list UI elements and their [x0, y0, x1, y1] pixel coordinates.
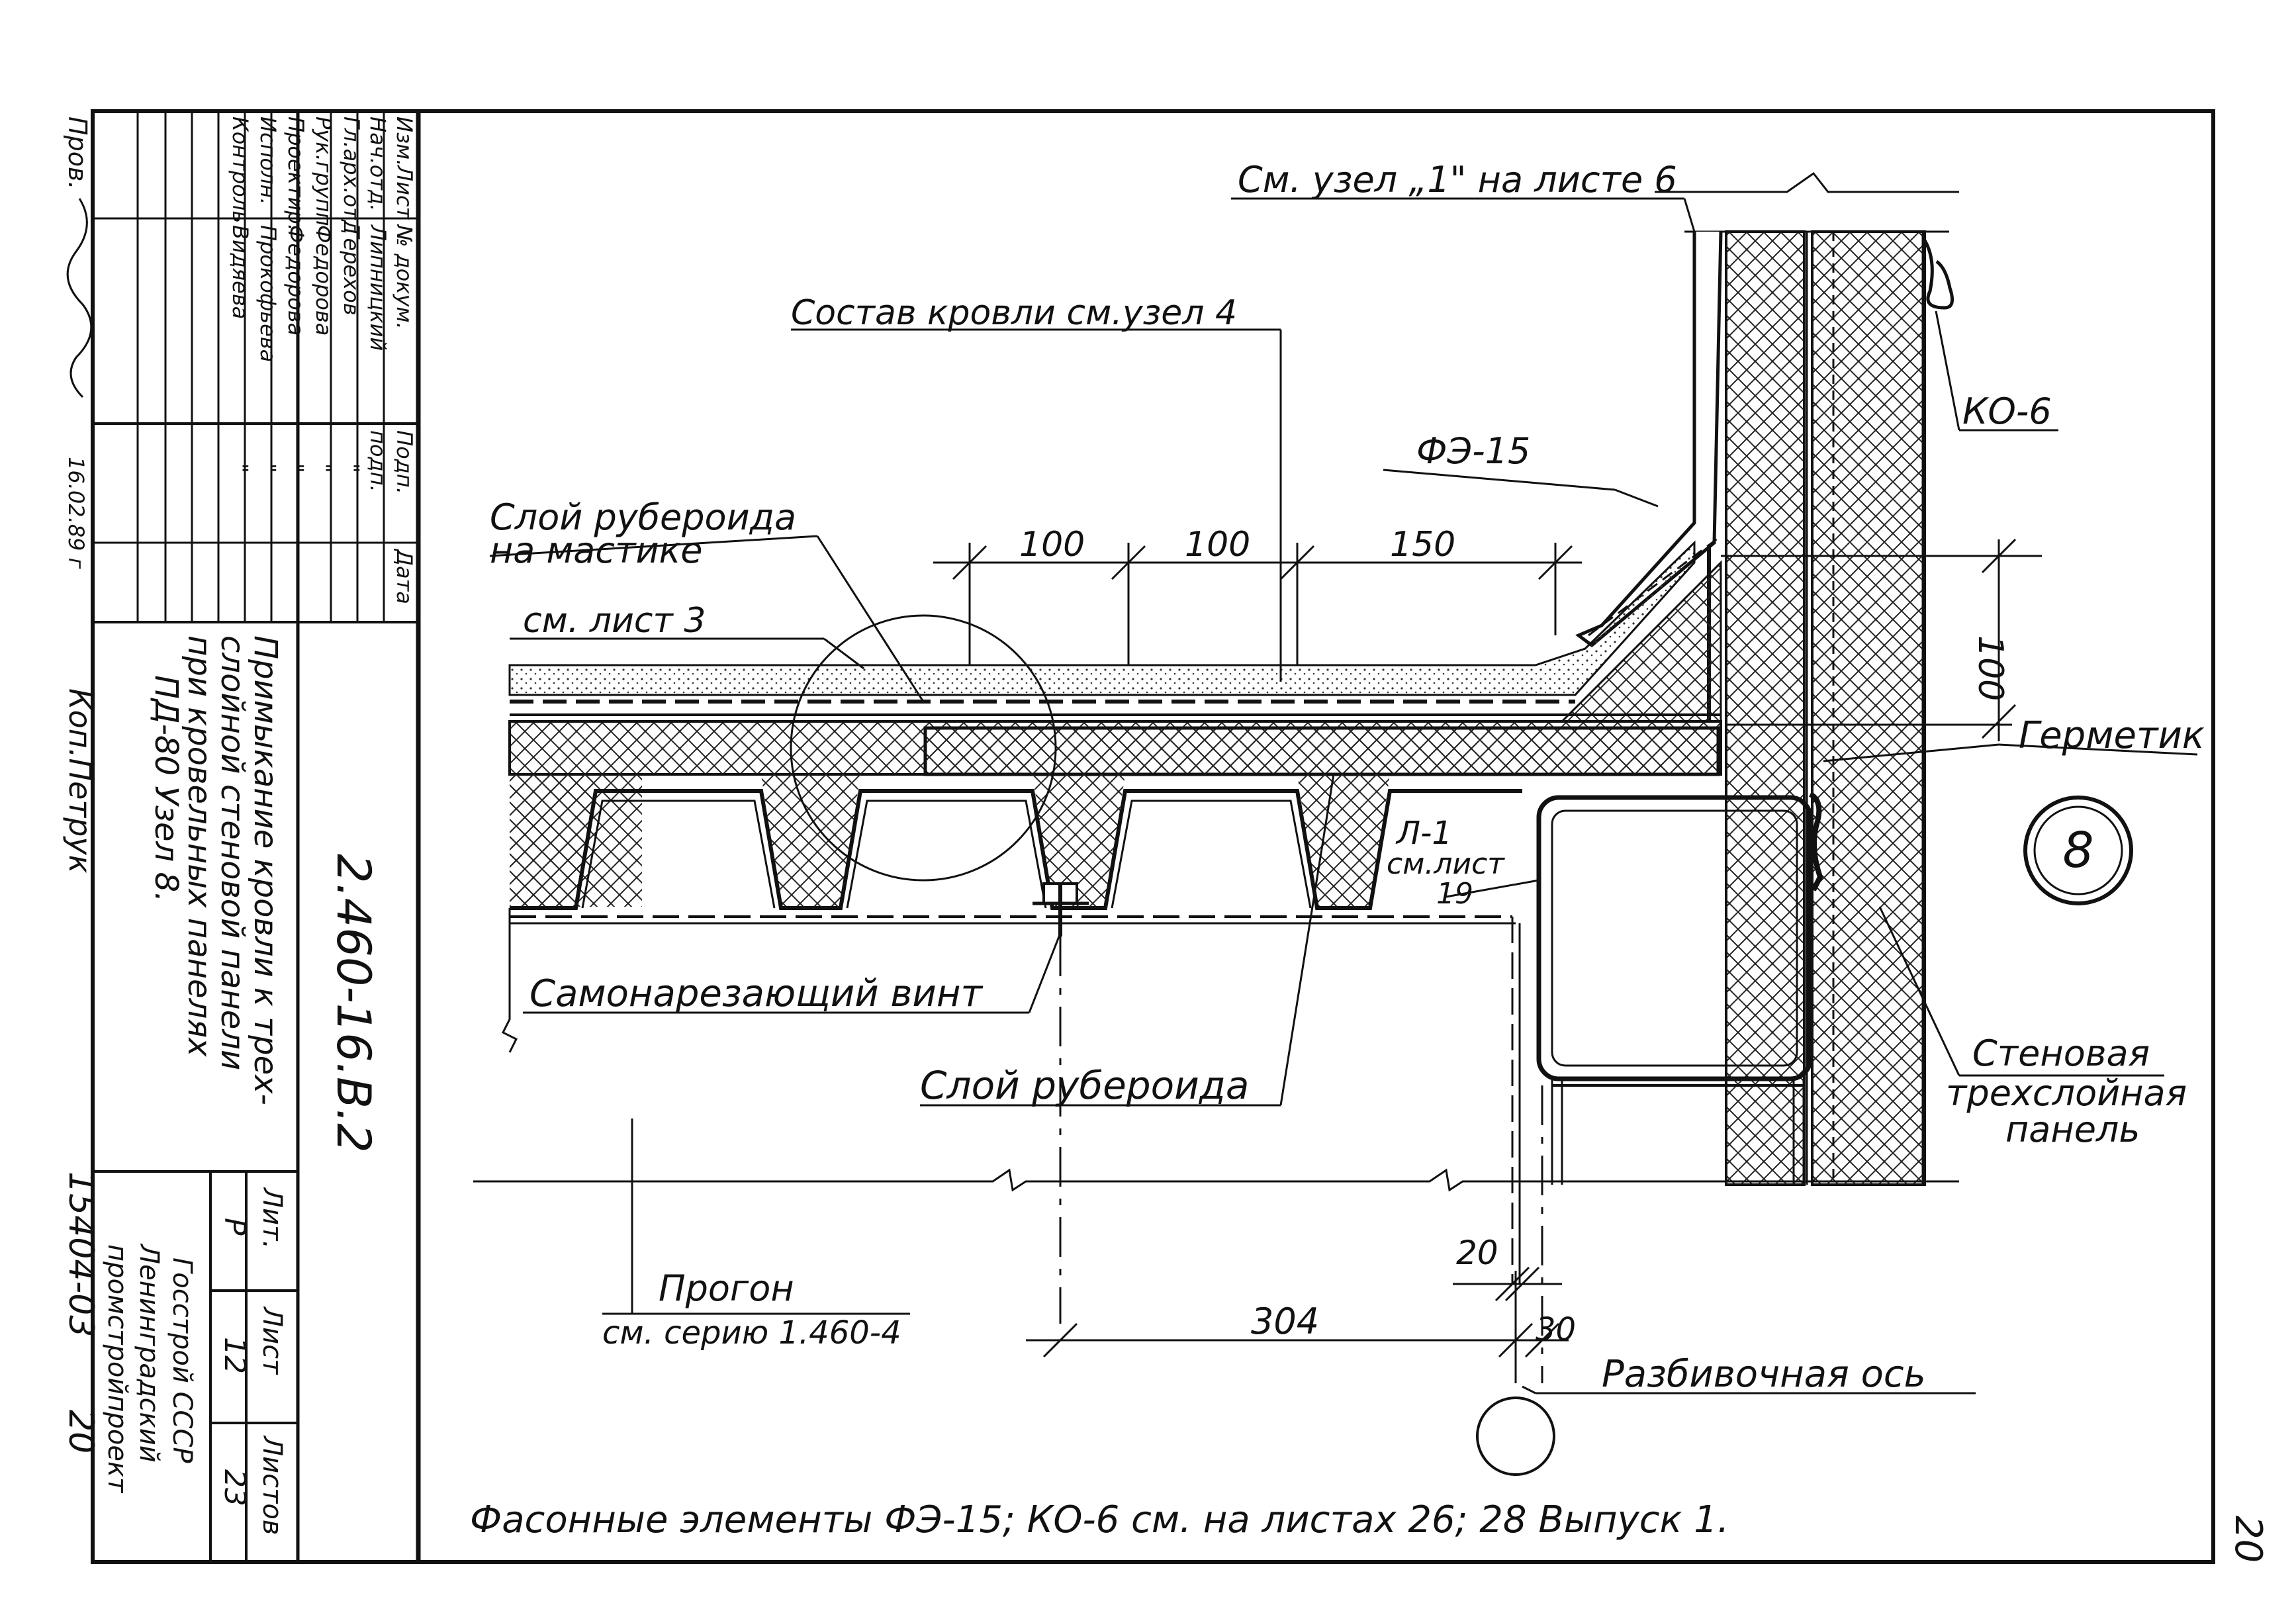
sheet-title-line-4: ПД-80 Узел 8. [148, 675, 185, 902]
detail-drawing: 8 [470, 159, 2205, 1541]
sig-role-3: Рук.групп [311, 116, 336, 226]
sig-header-sheet: Лист [392, 165, 417, 220]
sig-role-2: Гл.арх.отд [339, 116, 364, 234]
label-l1-see: см.лист [1387, 847, 1505, 881]
sheet-frame [91, 109, 2215, 1564]
sig-header-doc: № докум. [392, 224, 417, 330]
roof-layers [508, 540, 1721, 716]
dim-100-a: 100 [1019, 525, 1085, 565]
label-ko6: КО-6 [1962, 390, 2052, 432]
detail-zone-circle [790, 614, 1057, 882]
sig-sign-6: " [228, 463, 253, 473]
organization-line-2: Ленинградский [134, 1243, 164, 1463]
label-l1: Л-1 [1395, 815, 1452, 852]
sheets-total-value: 23 [218, 1469, 252, 1506]
dim-30: 30 [1536, 1311, 1576, 1348]
sig-name-6: Видяева [228, 225, 253, 319]
label-ruberoid-mastic-1: Слой рубероида [490, 496, 796, 538]
fe15-flashing [1575, 231, 1723, 648]
node-number: 8 [2062, 822, 2093, 879]
label-l1-sheet: 19 [1436, 877, 1473, 911]
sig-role-1: Нач.отд. [365, 116, 390, 211]
sheet-number-value: 12 [218, 1337, 252, 1374]
archive-page: 20 [61, 1410, 101, 1453]
sig-header-date: Дата [392, 548, 417, 604]
label-fe15: ФЭ-15 [1416, 430, 1530, 472]
label-sealant: Герметик [2019, 714, 2205, 757]
purlin [510, 915, 1521, 1284]
sheets-header: Листов [257, 1435, 287, 1535]
sig-header-change: Изм. [392, 116, 417, 166]
drawing-labels: См. узел „1" на листе 6 Состав кровли см… [470, 159, 2205, 1541]
title-block [93, 111, 418, 1562]
leader-lines [489, 197, 2198, 1395]
sig-name-4: Федорова [283, 225, 308, 336]
break-line-left [501, 908, 518, 1053]
organization-line-1: Госстрой СССР [167, 1258, 197, 1463]
stage-header: Лит. [257, 1187, 287, 1249]
sheet-title-line-2: слойной стеновой панели [214, 635, 251, 1070]
sig-sign-2: " [339, 463, 364, 473]
label-see-node1: См. узел „1" на листе 6 [1238, 159, 1677, 201]
wall-panel [1684, 230, 1949, 1186]
ko6-flashing [1921, 237, 1954, 310]
dim-100-vertical: 100 [1970, 635, 2010, 701]
label-wall-panel-2: трехслойная [1946, 1072, 2187, 1114]
sig-name-2: Терехов [339, 225, 364, 316]
label-see-sheet3: см. лист 3 [523, 601, 706, 641]
sig-name-5: Прокофьева [255, 225, 281, 362]
label-wall-panel-3: панель [2005, 1109, 2140, 1150]
copied-by: Коп.Петрук [62, 688, 98, 874]
break-line-top [1655, 171, 1959, 193]
sheet-title-line-3: при кровельных панелях [181, 635, 218, 1057]
organization-line-3: промстройпроект [102, 1244, 132, 1494]
checked-signature [66, 198, 93, 398]
sheet-title-line-1: Примыкание кровли к трех- [247, 635, 284, 1105]
label-screw: Самонарезающий винт [529, 972, 983, 1015]
label-ruberoid-mastic-2: на мастике [490, 529, 702, 571]
sig-role-6: Контроль [228, 116, 253, 223]
node-marker: 8 [2023, 796, 2133, 905]
break-line-bottom [473, 1168, 1959, 1192]
dimension-lines [933, 538, 2042, 1358]
sig-sign-5: " [255, 463, 281, 473]
label-wall-panel-1: Стеновая [1972, 1032, 2150, 1074]
archive-number: 15404-03 [61, 1171, 101, 1337]
sheet-header: Лист [257, 1306, 287, 1375]
self-tapping-screw [1033, 882, 1089, 937]
dim-304: 304 [1251, 1301, 1319, 1342]
sig-name-3: Федорова [311, 225, 336, 336]
checked-label: Пров. [63, 116, 92, 189]
label-purlin: Прогон [659, 1267, 794, 1309]
sig-role-5: Исполн. [255, 116, 281, 205]
sig-role-4: Проектир. [283, 116, 308, 231]
label-axis: Разбивочная ось [1602, 1353, 1926, 1396]
sig-sign-1: подп. [365, 430, 390, 492]
label-purlin-see: см. серию 1.460-4 [602, 1314, 901, 1351]
sig-sign-3: " [311, 463, 336, 473]
profiled-deck [510, 774, 1390, 908]
deck-profile-inner [581, 800, 1312, 909]
sealant-bead [1808, 792, 1823, 892]
axis-marker [1476, 1396, 1555, 1476]
label-roof-composition: Состав кровли см.узел 4 [791, 293, 1237, 333]
dim-150: 150 [1390, 525, 1455, 565]
sig-sign-4: " [283, 463, 308, 473]
tube-girt [1536, 795, 1813, 1185]
title-block-text: 2.460-16.В.2 Примыкание кровли к трех- с… [61, 116, 2270, 1563]
corner-page: 20 [2227, 1516, 2270, 1563]
footnote: Фасонные элементы ФЭ-15; КО-6 см. на лис… [470, 1498, 1729, 1541]
checked-date: 16.02.89 г [64, 457, 89, 569]
sheet-code: 2.460-16.В.2 [326, 854, 381, 1153]
sig-name-1: Липницкий [365, 224, 390, 351]
sig-header-sign: Подп. [392, 430, 417, 494]
stage-value: Р [218, 1218, 252, 1236]
deck-profile-line [510, 789, 1522, 910]
dim-20: 20 [1456, 1234, 1498, 1272]
label-ruberoid-layer: Слой рубероида [920, 1063, 1249, 1108]
dim-100-b: 100 [1185, 525, 1250, 565]
